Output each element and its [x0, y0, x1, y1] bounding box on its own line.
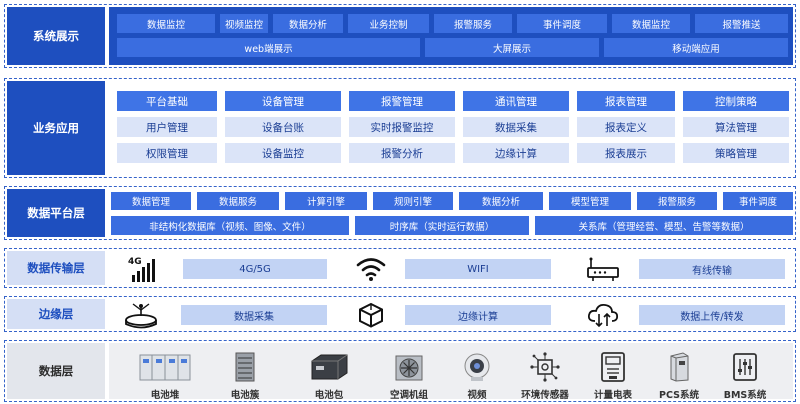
layer-business-apps: 业务应用 平台基础 用户管理 权限管理 设备管理 设备台账 设备监控 报警管理 …: [4, 78, 796, 178]
module-chip: 数据监控: [117, 14, 215, 33]
module-chip: 数据服务: [197, 192, 279, 210]
module-chip: 规则引擎: [373, 192, 453, 210]
module-chip: 事件调度: [517, 14, 607, 33]
device-label: 电池堆: [150, 390, 180, 401]
sensor-icon: [517, 351, 573, 383]
wifi-icon: [353, 255, 389, 283]
layer-data: 数据层 电池堆: [4, 340, 796, 402]
module-chip: 模型管理: [549, 192, 631, 210]
layer-system-display: 系统展示 数据监控 视频监控 数据分析 业务控制 报警服务 事件调度 数据监控 …: [4, 4, 796, 68]
platform-panel: 数据管理 数据服务 计算引擎 规则引擎 数据分析 模型管理 报警服务 事件调度 …: [109, 189, 793, 237]
module-chip: 移动端应用: [604, 38, 788, 57]
battery-stack-icon: [137, 351, 193, 383]
module-head: 控制策略: [683, 91, 789, 111]
layer-label: 数据平台层: [7, 189, 105, 237]
bms-icon: [717, 351, 773, 383]
module-item: 用户管理: [117, 117, 217, 137]
module-chip: 视频监控: [220, 14, 268, 33]
device-env-sensor: 环境传感器: [515, 351, 575, 401]
layer-label: 数据传输层: [7, 251, 105, 285]
layer-label: 数据层: [7, 343, 105, 399]
device-air-conditioner: 空调机组: [379, 351, 439, 401]
device-label: 电池包: [314, 390, 344, 401]
module-head: 报警管理: [349, 91, 455, 111]
module-chip: 数据监控: [612, 14, 690, 33]
transport-chip: WIFI: [405, 259, 551, 279]
device-label: PCS系统: [659, 390, 699, 401]
camera-icon: [449, 351, 505, 383]
module-chip: 数据分析: [459, 192, 543, 210]
module-head: 通讯管理: [463, 91, 569, 111]
edge-chip: 边缘计算: [405, 305, 551, 325]
layer-data-platform: 数据平台层 数据管理 数据服务 计算引擎 规则引擎 数据分析 模型管理 报警服务…: [4, 186, 796, 240]
device-camera: 视频: [447, 351, 507, 401]
module-item: 实时报警监控: [349, 117, 455, 137]
system-panel: 数据监控 视频监控 数据分析 业务控制 报警服务 事件调度 数据监控 报警推送 …: [109, 7, 793, 65]
device-label: BMS系统: [723, 390, 767, 401]
module-chip: 报警服务: [434, 14, 512, 33]
module-chip: 时序库（实时运行数据）: [355, 216, 529, 235]
module-chip: 业务控制: [348, 14, 429, 33]
business-panel: 平台基础 用户管理 权限管理 设备管理 设备台账 设备监控 报警管理 实时报警监…: [109, 81, 793, 175]
module-item: 报警分析: [349, 143, 455, 163]
air-conditioner-icon: [381, 351, 437, 383]
edge-chip: 数据采集: [181, 305, 327, 325]
module-chip: 事件调度: [723, 192, 793, 210]
module-item: 权限管理: [117, 143, 217, 163]
device-label: 电池簇: [230, 390, 260, 401]
layer-label: 边缘层: [7, 299, 105, 329]
module-item: 设备监控: [225, 143, 341, 163]
device-battery-cluster: 电池簇: [215, 351, 275, 401]
device-bms: BMS系统: [715, 351, 775, 401]
layer-edge: 边缘层 数据采集 边缘计算: [4, 296, 796, 332]
layer-label: 系统展示: [7, 7, 105, 65]
module-chip: web端展示: [117, 38, 420, 57]
cloud-sync-icon: [583, 301, 623, 329]
module-chip: 计算引擎: [285, 192, 367, 210]
module-item: 边缘计算: [463, 143, 569, 163]
svg-text:4G: 4G: [128, 257, 142, 267]
pcs-icon: [651, 351, 707, 383]
module-chip: 数据分析: [273, 14, 343, 33]
module-head: 设备管理: [225, 91, 341, 111]
meter-icon: [585, 351, 641, 383]
module-item: 策略管理: [683, 143, 789, 163]
gateway-icon: [121, 300, 161, 330]
layer-data-transport: 数据传输层 4G 4G/5G WIFI: [4, 248, 796, 288]
module-chip: 关系库（管理经营、模型、告警等数据）: [535, 216, 793, 235]
cube-icon: [355, 301, 387, 329]
transport-chip: 有线传输: [639, 259, 785, 279]
device-pcs: PCS系统: [649, 351, 709, 401]
device-label: 空调机组: [389, 390, 428, 401]
edge-chip: 数据上传/转发: [639, 305, 785, 325]
edge-panel: 数据采集 边缘计算 数据上传/转发: [109, 299, 793, 329]
module-chip: 报警推送: [695, 14, 788, 33]
battery-cluster-icon: [217, 351, 273, 383]
signal-bars-icon: 4G: [125, 254, 161, 284]
module-chip: 报警服务: [637, 192, 717, 210]
battery-pack-icon: [301, 351, 357, 383]
module-item: 报表展示: [577, 143, 675, 163]
module-chip: 大屏展示: [425, 38, 599, 57]
module-head: 报表管理: [577, 91, 675, 111]
device-label: 环境传感器: [521, 390, 569, 401]
transport-chip: 4G/5G: [183, 259, 327, 279]
data-panel: 电池堆 电池簇: [109, 343, 793, 401]
module-item: 设备台账: [225, 117, 341, 137]
router-icon: [583, 255, 623, 283]
module-chip: 数据管理: [111, 192, 191, 210]
module-item: 数据采集: [463, 117, 569, 137]
layer-label: 业务应用: [7, 81, 105, 175]
module-item: 算法管理: [683, 117, 789, 137]
device-label: 计量电表: [593, 390, 632, 401]
device-meter: 计量电表: [583, 351, 643, 401]
device-battery-pack: 电池包: [299, 351, 359, 401]
module-head: 平台基础: [117, 91, 217, 111]
module-item: 报表定义: [577, 117, 675, 137]
device-label: 视频: [467, 390, 487, 401]
device-battery-stack: 电池堆: [135, 351, 195, 401]
module-chip: 非结构化数据库（视频、图像、文件）: [111, 216, 349, 235]
transport-panel: 4G 4G/5G WIFI: [109, 251, 793, 285]
